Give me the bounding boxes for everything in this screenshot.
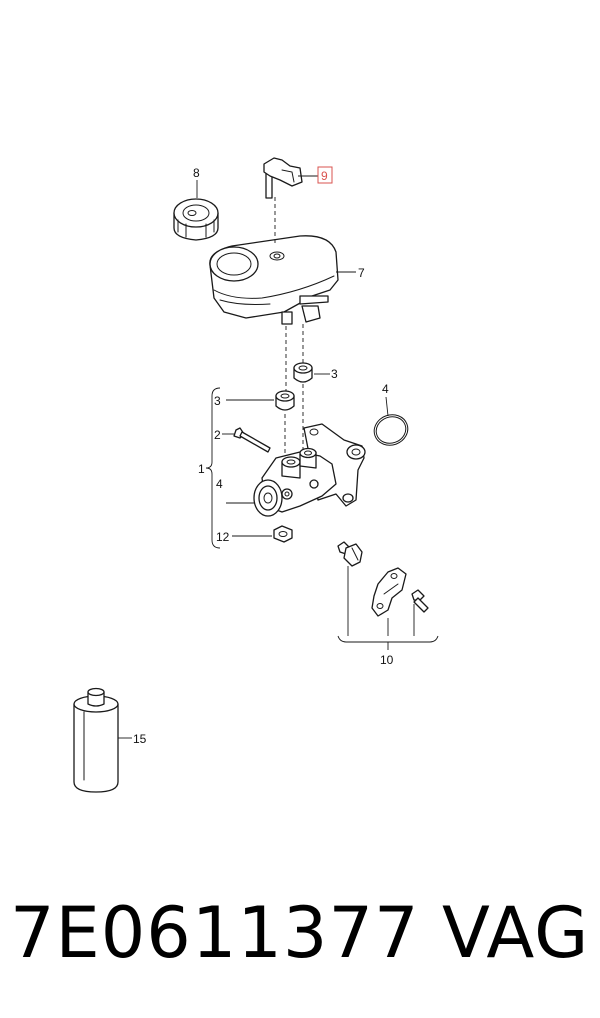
brake-pressure-switch[interactable] bbox=[337, 541, 363, 567]
callout-15: 15 bbox=[133, 732, 147, 746]
fluid-level-sensor[interactable] bbox=[263, 157, 303, 199]
callout-3a: 3 bbox=[214, 394, 221, 408]
callout-9-highlight[interactable] bbox=[317, 166, 333, 184]
callout-7: 7 bbox=[358, 266, 365, 280]
brand-name: VAG bbox=[442, 892, 590, 974]
part-number: 7E0611377 bbox=[10, 892, 420, 974]
reservoir-seal-lower[interactable] bbox=[275, 390, 295, 411]
hex-nut[interactable] bbox=[273, 525, 293, 543]
sensor-bracket[interactable] bbox=[371, 567, 407, 617]
group-bracket-1 bbox=[205, 387, 221, 549]
callout-12: 12 bbox=[216, 530, 230, 544]
reservoir-cap[interactable] bbox=[173, 198, 219, 241]
group-bracket-10 bbox=[337, 635, 439, 643]
callout-1: 1 bbox=[198, 462, 205, 476]
callout-4a: 4 bbox=[382, 382, 389, 396]
callout-8: 8 bbox=[193, 166, 200, 180]
reservoir-seal-upper[interactable] bbox=[293, 362, 313, 383]
brake-fluid-bottle[interactable] bbox=[73, 687, 119, 793]
o-ring-seal[interactable] bbox=[371, 411, 411, 448]
callout-9[interactable]: 9 bbox=[321, 169, 328, 183]
callout-10: 10 bbox=[380, 653, 394, 667]
retaining-bolt[interactable] bbox=[233, 427, 271, 453]
callout-2: 2 bbox=[214, 428, 221, 442]
brake-master-cylinder[interactable] bbox=[253, 423, 366, 517]
callout-3b: 3 bbox=[331, 367, 338, 381]
brake-fluid-reservoir[interactable] bbox=[209, 235, 339, 325]
callout-4b: 4 bbox=[216, 477, 223, 491]
bracket-bolt[interactable] bbox=[411, 589, 429, 613]
